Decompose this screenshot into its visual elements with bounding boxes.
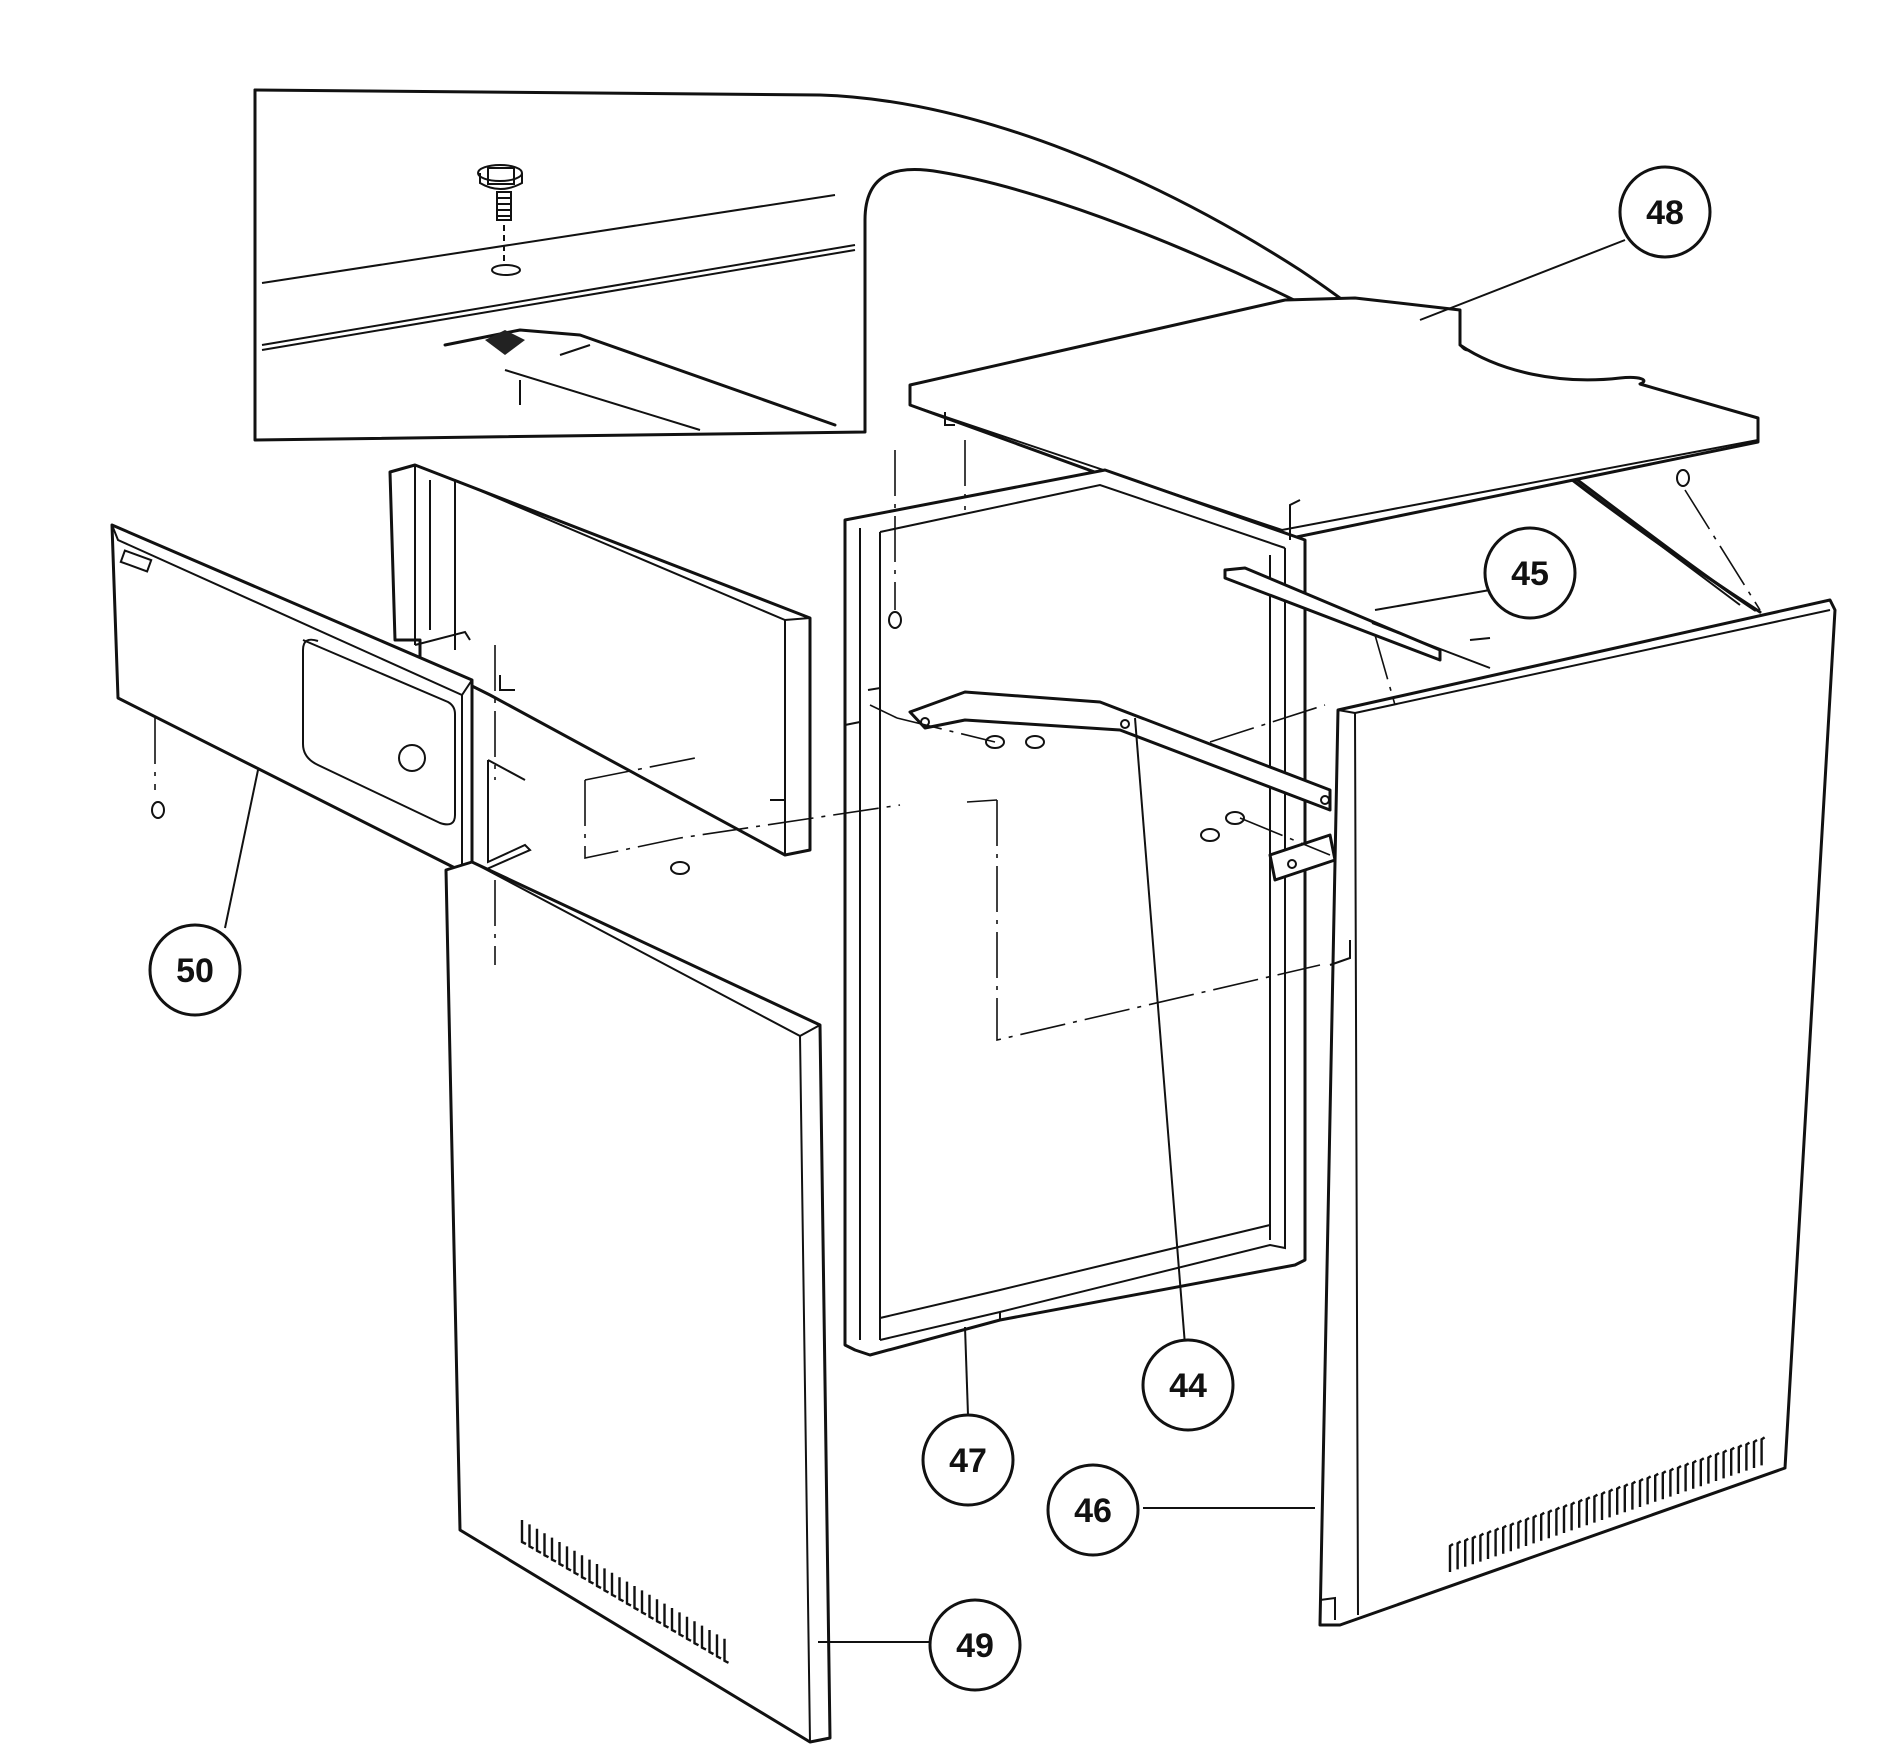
- left-side-panel: [444, 860, 832, 1744]
- vent-slot: [1631, 1480, 1637, 1510]
- vent-slot: [588, 1559, 595, 1585]
- vent-slot: [625, 1581, 632, 1607]
- vent-slot: [1524, 1517, 1530, 1546]
- callout-45: 45: [1483, 526, 1577, 620]
- support-bracket: [151, 469, 1690, 994]
- vent-slot: [1570, 1501, 1576, 1531]
- vent-slot: [1608, 1488, 1614, 1518]
- vent-slot: [1760, 1436, 1766, 1466]
- vent-slot: [1547, 1509, 1553, 1539]
- vent-slot: [1638, 1478, 1644, 1507]
- vent-slot: [663, 1603, 670, 1629]
- vent-slot: [655, 1599, 662, 1625]
- control-panel: [110, 523, 532, 873]
- vent-slot: [700, 1625, 707, 1651]
- right-side-panel: [1318, 598, 1837, 1627]
- vent-slot: [633, 1586, 640, 1612]
- vent-slot: [1578, 1498, 1583, 1528]
- vent-slot: [1684, 1462, 1690, 1492]
- vent-slot: [708, 1630, 715, 1656]
- vent-slot: [723, 1638, 730, 1664]
- vent-slot: [543, 1533, 550, 1559]
- callout-48: 48: [1618, 165, 1712, 259]
- vent-slot: [1661, 1470, 1667, 1500]
- vent-slot: [1502, 1524, 1507, 1554]
- callout-47-label: 47: [949, 1442, 987, 1480]
- callout-44: 44: [1141, 1338, 1235, 1432]
- front-frame: [843, 468, 1307, 1357]
- vent-slot: [1745, 1441, 1751, 1471]
- vent-slot: [1737, 1444, 1743, 1474]
- vent-slot: [1692, 1459, 1697, 1489]
- callout-48-label: 48: [1646, 194, 1684, 232]
- vent-slot: [1555, 1506, 1561, 1536]
- thumb-screw-icon: [477, 164, 525, 355]
- vent-slot: [1464, 1537, 1469, 1567]
- vent-slot: [1752, 1439, 1758, 1468]
- vent-slot: [603, 1568, 610, 1594]
- detail-inset: [253, 88, 1762, 614]
- vent-slot: [528, 1524, 535, 1550]
- vent-slot: [640, 1590, 647, 1616]
- vent-slot: [1532, 1514, 1538, 1544]
- vent-slot: [535, 1528, 542, 1554]
- vent-slot: [1600, 1491, 1606, 1520]
- vent-slot: [670, 1608, 677, 1634]
- vent-slot: [1623, 1483, 1629, 1513]
- control-housing: [388, 463, 812, 857]
- vent-slot: [1654, 1472, 1659, 1502]
- callout-47: 47: [921, 1413, 1015, 1507]
- vent-slot: [1646, 1475, 1652, 1505]
- vent-slot: [580, 1555, 587, 1581]
- vent-slot: [1714, 1452, 1720, 1481]
- callout-50-label: 50: [176, 952, 214, 990]
- vent-slot: [1509, 1522, 1515, 1552]
- vent-slot: [1585, 1496, 1591, 1526]
- vent-slot: [1471, 1535, 1477, 1565]
- vent-slot: [715, 1634, 722, 1660]
- vent-slot: [558, 1542, 565, 1568]
- callout-46-label: 46: [1074, 1492, 1112, 1530]
- vent-slot: [1456, 1540, 1462, 1570]
- vent-slot: [618, 1577, 625, 1603]
- vent-slot: [1593, 1493, 1599, 1523]
- vent-slot: [1479, 1532, 1485, 1562]
- vent-slot: [1517, 1519, 1523, 1549]
- vent-slot: [1448, 1543, 1454, 1572]
- vent-slot: [1486, 1530, 1492, 1559]
- assembly-guide-lines: [154, 440, 1761, 1042]
- vent-slots-left: [520, 1520, 730, 1664]
- callout-45-label: 45: [1511, 555, 1549, 593]
- vent-slot: [1730, 1446, 1735, 1476]
- vent-slot: [1722, 1449, 1728, 1479]
- callout-50: 50: [148, 923, 242, 1017]
- vent-slot: [1707, 1454, 1713, 1484]
- vent-slot: [693, 1621, 700, 1647]
- callout-46: 46: [1046, 1463, 1140, 1557]
- vent-slot: [550, 1537, 557, 1563]
- vent-slot: [573, 1550, 580, 1576]
- vent-slot: [1616, 1485, 1621, 1515]
- vent-slot: [1699, 1457, 1705, 1487]
- vent-slots-right: [1448, 1436, 1766, 1572]
- vent-slot: [1494, 1527, 1500, 1557]
- callout-49-label: 49: [956, 1627, 994, 1665]
- vent-slot: [610, 1572, 617, 1598]
- vent-slot: [1676, 1465, 1682, 1494]
- vent-slot: [1562, 1504, 1568, 1533]
- callout-44-label: 44: [1169, 1367, 1207, 1405]
- vent-slot: [648, 1594, 655, 1620]
- vent-slot: [520, 1520, 527, 1546]
- vent-slot: [685, 1616, 692, 1642]
- vent-slot: [1669, 1467, 1675, 1497]
- leader-lines: [224, 239, 1626, 1643]
- vent-slot: [565, 1546, 572, 1572]
- callout-49: 49: [928, 1598, 1022, 1692]
- vent-slot: [595, 1564, 602, 1590]
- vent-slot: [678, 1612, 685, 1638]
- vent-slot: [1540, 1511, 1545, 1541]
